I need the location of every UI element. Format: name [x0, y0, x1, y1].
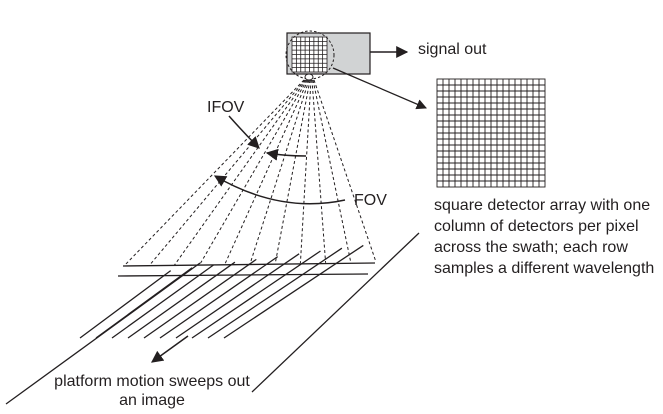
sensor-unit — [285, 30, 371, 81]
pixel-track-line — [111, 264, 214, 339]
pixel-track-line — [191, 250, 321, 339]
platform-motion-caption: platform motion sweeps out an image — [54, 373, 250, 409]
ifov-ray — [312, 79, 352, 263]
platform-motion-arrow — [151, 335, 189, 363]
sensor-detector-grid — [291, 36, 328, 73]
sensor-lens — [304, 73, 314, 81]
ifov-ray — [249, 79, 310, 265]
swath-right-edge — [251, 232, 420, 393]
scan-line-1 — [122, 262, 376, 267]
ifov-label: IFOV — [207, 99, 245, 116]
pixel-track-line — [175, 253, 300, 339]
ifov-ray — [173, 79, 307, 266]
ifov-ray — [123, 79, 305, 267]
pixel-track-line — [207, 247, 343, 339]
pixel-track-line — [159, 256, 279, 339]
pixel-track-line — [223, 244, 364, 339]
ifov-ray — [199, 79, 308, 266]
pixel-track-line — [79, 270, 172, 339]
fov-arc-arrow — [213, 175, 346, 205]
ifov-projection-lines — [123, 79, 377, 267]
pixel-track-line — [127, 261, 236, 339]
ifov-pointer-arrow — [228, 115, 260, 149]
pixel-track-line — [95, 267, 193, 339]
ifov-ray — [224, 79, 309, 265]
detector-array-grid — [436, 78, 546, 188]
scan-line-2 — [117, 273, 369, 277]
ground-swath — [5, 232, 420, 405]
signal-out-label: signal out — [418, 41, 487, 58]
fov-label: FOV — [354, 192, 387, 209]
zoom-arrow — [332, 67, 427, 110]
pixel-track-lines — [79, 244, 364, 339]
ifov-ray — [299, 79, 312, 264]
detector-array-caption: square detector array with one column of… — [434, 197, 655, 277]
ifov-ray — [274, 79, 311, 264]
ifov-ray — [148, 79, 306, 266]
pixel-track-line — [143, 258, 257, 339]
ifov-ray — [313, 79, 377, 263]
ifov-angle-arrow — [265, 148, 307, 161]
